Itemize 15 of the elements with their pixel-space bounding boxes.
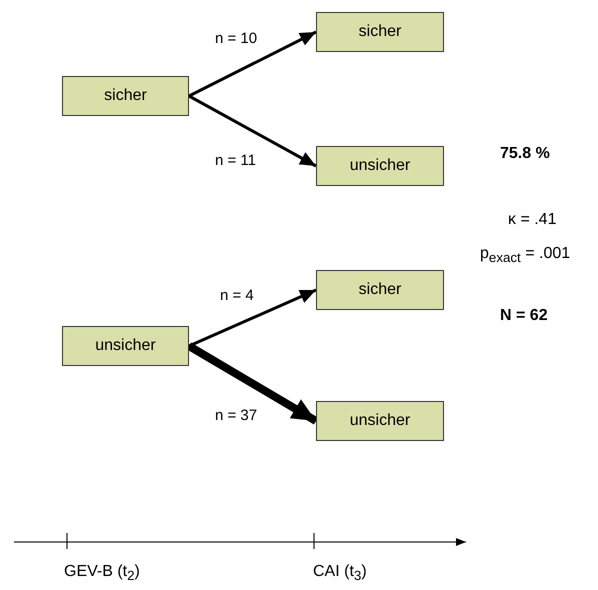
category-box: unsicher [316,146,444,186]
axis-label: GEV-B (t$_{2}$) [64,562,140,584]
category-box: unsicher [316,401,444,441]
axis-label: CAI (t$_{3}$) [313,562,367,584]
category-box: sicher [316,270,444,310]
sample-size: N = 62 [500,306,548,326]
category-box: sicher [62,76,189,116]
agreement-percentage: 75.8 % [500,144,550,164]
p-value: p$_{exact}$ = .001 [480,244,570,266]
arrow [188,30,317,98]
kappa-value: κ = .41 [508,210,556,230]
category-box: unsicher [62,326,189,366]
arrow [188,94,317,168]
arrow [188,288,317,348]
category-box: sicher [316,12,444,52]
